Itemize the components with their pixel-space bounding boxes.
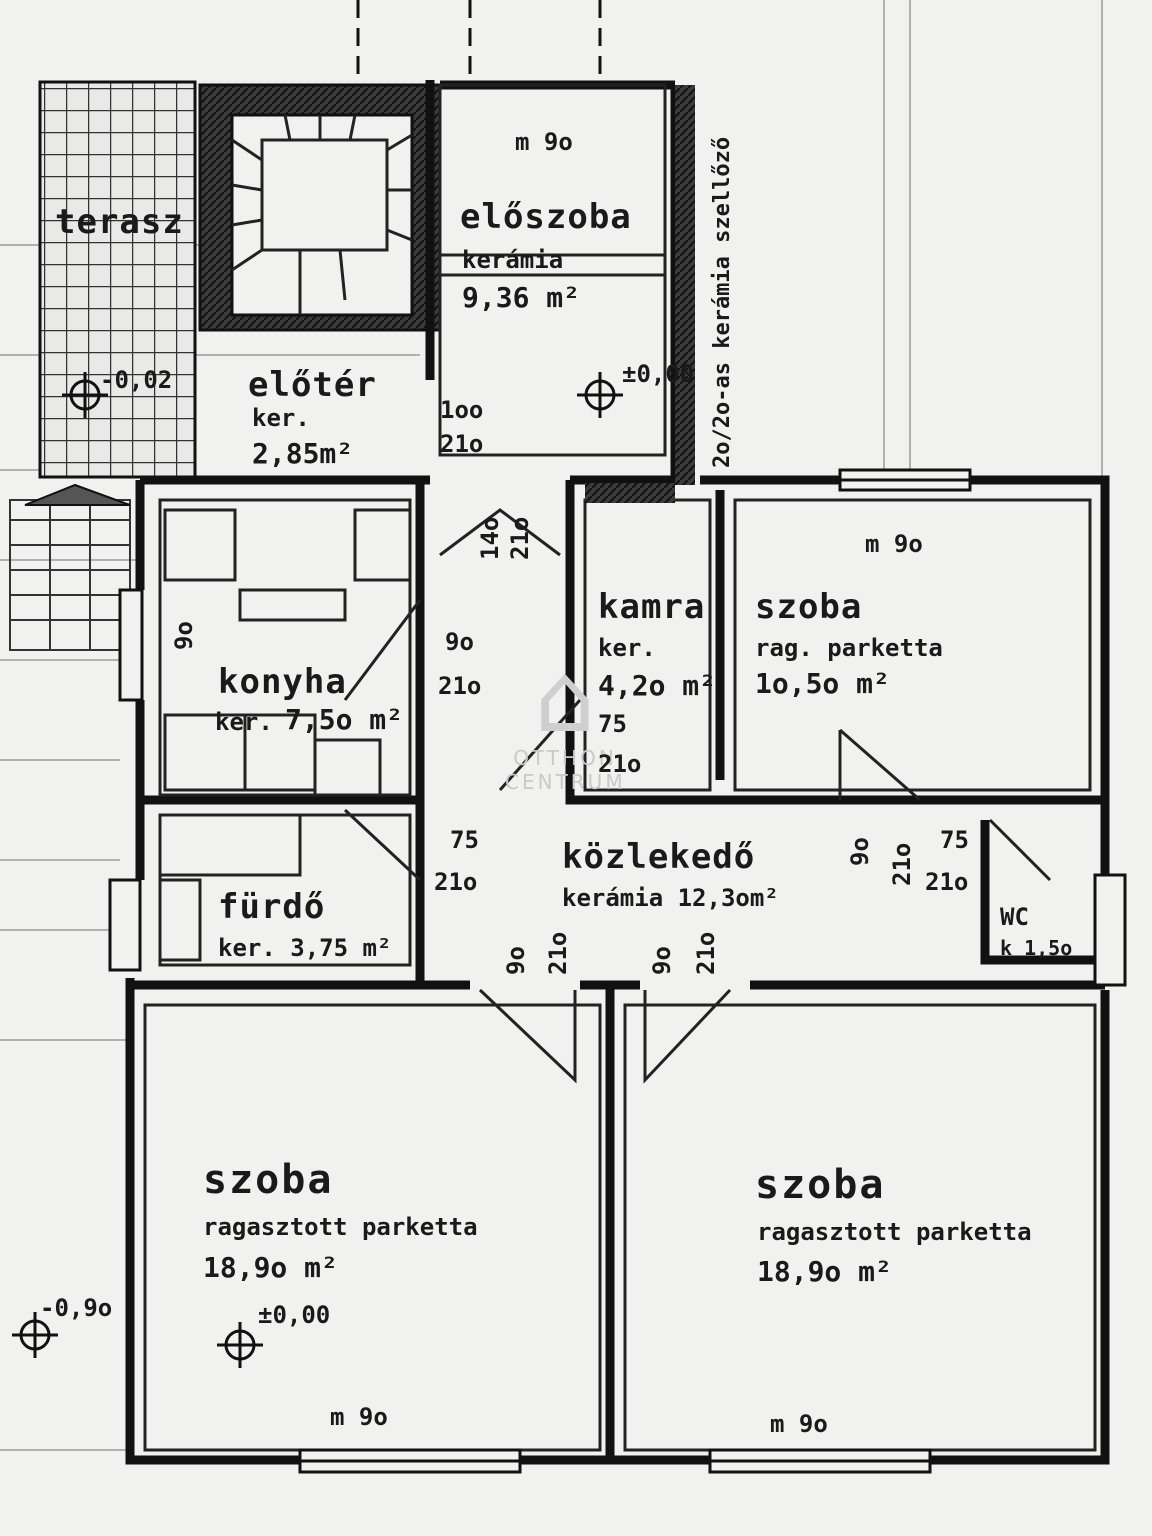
room-szoba-right-name: szoba bbox=[755, 1162, 886, 1208]
level-markers bbox=[12, 372, 623, 1368]
dim-21o-wc: 21o bbox=[925, 868, 969, 896]
room-eloter-material: ker. bbox=[252, 404, 310, 432]
room-eloszoba-material: kerámia bbox=[462, 246, 564, 274]
axis-lines bbox=[356, 0, 602, 80]
room-furdo-name: fürdő bbox=[218, 887, 326, 927]
level-lower: -0,9o bbox=[40, 1294, 113, 1322]
watermark-line2: CENTRUM bbox=[505, 770, 626, 794]
terrace-step-lines bbox=[9, 499, 131, 651]
dim-9o-kozl: 9o bbox=[846, 837, 874, 866]
room-konyha-material: ker. bbox=[215, 708, 273, 736]
eloszoba-sill: m 9o bbox=[515, 128, 573, 156]
terrace-steps bbox=[10, 500, 130, 650]
room-eloter-area: 2,85m² bbox=[252, 437, 354, 470]
room-szoba-right-material: ragasztott parketta bbox=[757, 1218, 1032, 1246]
szoba-right-sill: m 9o bbox=[770, 1410, 828, 1438]
duct-note: 2o/2o-as kerámia szellőző bbox=[710, 136, 735, 468]
windows bbox=[108, 468, 1127, 1474]
room-szoba-left-name: szoba bbox=[203, 1157, 334, 1203]
room-kozlekedo-material: kerámia 12,3om² bbox=[562, 884, 779, 912]
watermark-logo-icon: ⌂ bbox=[534, 642, 596, 754]
room-kamra-material: ker. bbox=[598, 634, 656, 662]
dim-9o-door-left: 9o bbox=[502, 946, 530, 975]
dim-9o-door-right: 9o bbox=[648, 946, 676, 975]
room-wc-area: k 1,5o bbox=[1000, 936, 1073, 960]
room-szoba-right-area: 18,9o m² bbox=[757, 1255, 892, 1288]
room-kozlekedo-name: közlekedő bbox=[562, 837, 756, 877]
room-eloszoba-area: 9,36 m² bbox=[462, 281, 581, 314]
dim-75-wc: 75 bbox=[940, 826, 969, 854]
dim-75-kozl: 75 bbox=[450, 826, 479, 854]
dim-14o: 14o bbox=[476, 516, 504, 560]
room-eloter-name: előtér bbox=[248, 365, 377, 405]
room-terasz-name: terasz bbox=[55, 202, 184, 242]
dim-9o-konyha: 9o bbox=[445, 628, 474, 656]
dim-21o-konyha: 21o bbox=[438, 672, 482, 700]
dim-21o-kozl: 21o bbox=[434, 868, 478, 896]
room-szoba-small-area: 1o,5o m² bbox=[755, 667, 890, 700]
kamra-hatch bbox=[585, 483, 675, 503]
level-eloszoba: ±0,00 bbox=[622, 360, 695, 388]
room-szoba-left-area: 18,9o m² bbox=[203, 1251, 338, 1284]
room-konyha-name: konyha bbox=[218, 662, 347, 702]
room-wc-name: WC bbox=[1000, 903, 1029, 931]
dim-21o-door-left: 21o bbox=[544, 931, 572, 975]
dim-21o-a: 21o bbox=[440, 430, 484, 458]
staircase bbox=[198, 83, 442, 332]
level-szoba-left: ±0,00 bbox=[258, 1301, 331, 1329]
room-eloszoba-name: előszoba bbox=[460, 197, 632, 237]
door-swings bbox=[343, 508, 1052, 1084]
room-konyha-area: 7,5o m² bbox=[285, 703, 404, 736]
dim-75-kamra: 75 bbox=[598, 710, 627, 738]
watermark-line1: OTTHON bbox=[513, 746, 617, 770]
room-furdo-material: ker. 3,75 m² bbox=[218, 934, 392, 962]
chimney bbox=[675, 85, 695, 485]
szoba-small-sill: m 9o bbox=[865, 530, 923, 558]
dim-21o-door: 21o bbox=[506, 516, 534, 560]
dim-1oo: 1oo bbox=[440, 396, 484, 424]
room-kamra-name: kamra bbox=[598, 587, 706, 627]
dim-21o-kamra: 21o bbox=[598, 750, 642, 778]
terrace-grid bbox=[38, 80, 197, 479]
szoba-left-sill: m 9o bbox=[330, 1403, 388, 1431]
room-szoba-small-name: szoba bbox=[755, 587, 863, 627]
room-kamra-area: 4,2o m² bbox=[598, 669, 717, 702]
level-entry: -0,02 bbox=[100, 366, 173, 394]
dim-21o-door-right: 21o bbox=[692, 931, 720, 975]
dim-9o-side: 9o bbox=[170, 621, 198, 650]
dim-21o-kozl2: 21o bbox=[888, 842, 916, 886]
room-szoba-small-material: rag. parketta bbox=[755, 634, 943, 662]
room-szoba-left-material: ragasztott parketta bbox=[203, 1213, 478, 1241]
watermark: ⌂ OTTHON CENTRUM bbox=[505, 650, 625, 794]
